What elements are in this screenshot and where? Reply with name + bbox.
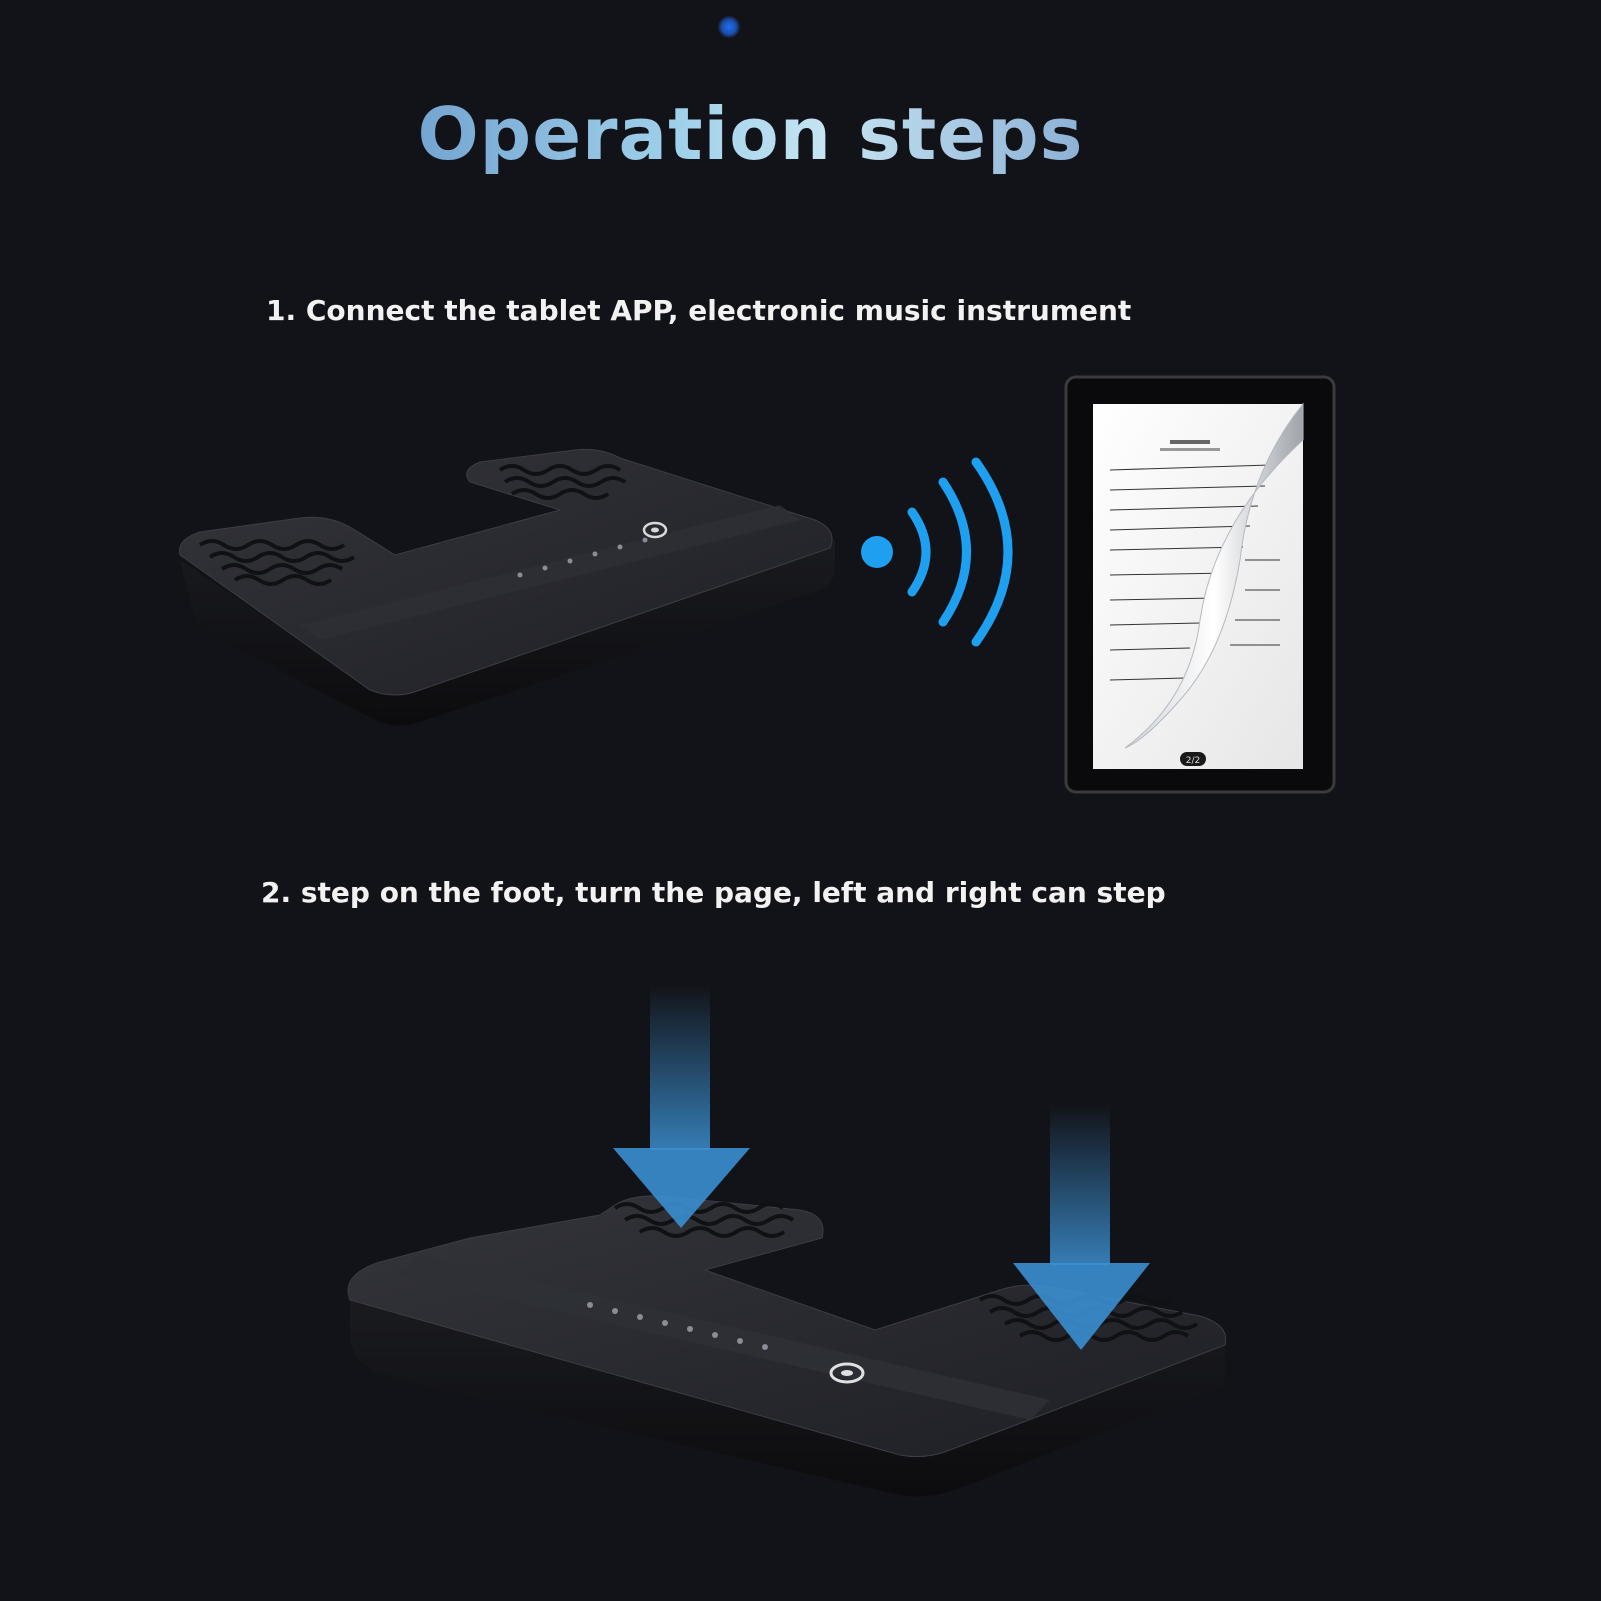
tablet-device: 2/2 — [1064, 375, 1336, 794]
step-2-text: 2. step on the foot, turn the page, left… — [261, 876, 1166, 909]
pedal-bottom — [347, 1195, 1227, 1497]
page-indicator: 2/2 — [1186, 756, 1200, 766]
indicator-dot — [718, 16, 740, 38]
page-curl — [1124, 402, 1304, 749]
pedal-button-icon — [642, 521, 668, 539]
pedal-button-icon — [829, 1362, 865, 1384]
pedal-top — [178, 448, 835, 726]
page-title: Operation steps — [0, 92, 1501, 176]
arrow-down-icon — [1013, 1105, 1150, 1350]
step-1-text: 1. Connect the tablet APP, electronic mu… — [266, 294, 1132, 327]
arrow-down-icon — [613, 985, 750, 1228]
wireless-signal-icon — [861, 457, 1013, 647]
